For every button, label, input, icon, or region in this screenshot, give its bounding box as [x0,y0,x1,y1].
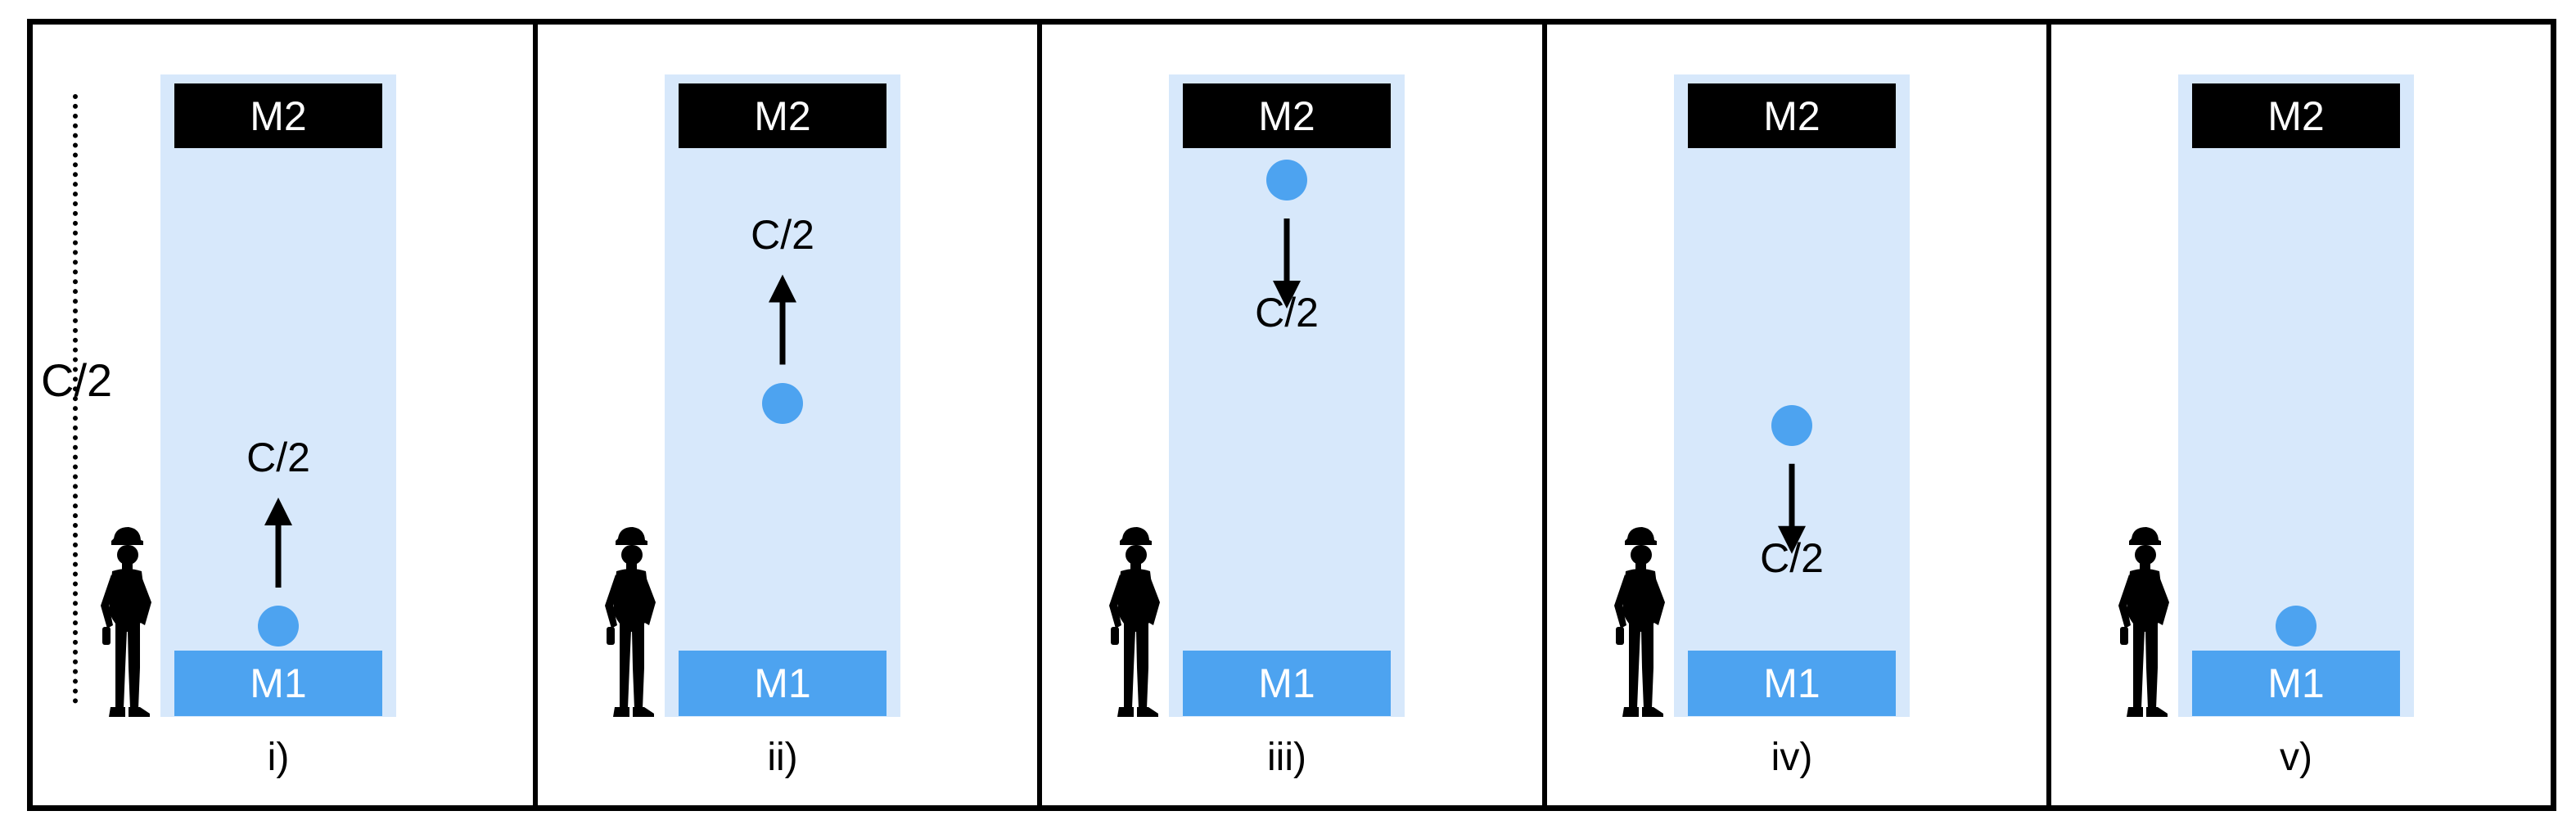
rate-label: C/2 [751,211,814,258]
worker-figure [1599,524,1681,720]
ball [1266,160,1307,200]
m2-block: M2 [1183,83,1391,148]
worker-silhouette-icon [605,527,656,717]
panel-divider [1542,19,1547,811]
m1-block: M1 [1688,651,1896,716]
arrow-down-icon [1778,463,1806,554]
tube [1674,74,1910,717]
panel-tag: ii) [767,736,798,779]
m1-block: M1 [174,651,382,716]
scale-dotted-line [73,94,78,704]
scale-label: C/2 [41,354,113,406]
worker-silhouette-icon [1614,527,1665,717]
m1-block: M1 [679,651,886,716]
arrow-up-icon [769,274,796,365]
m2-block: M2 [679,83,886,148]
rate-label: C/2 [1255,290,1319,336]
worker-figure [1094,524,1176,720]
m2-block: M2 [2192,83,2400,148]
m1-block: M1 [1183,651,1391,716]
rate-label: C/2 [246,435,310,480]
ball [762,382,803,424]
worker-silhouette-icon [101,527,151,717]
ball [258,606,299,647]
worker-figure [86,524,168,720]
panel-tag: v) [2280,736,2312,779]
panel-tag: iii) [1267,736,1306,779]
worker-figure [590,524,672,720]
arrow-up-icon [264,498,292,588]
rate-label: C/2 [1760,534,1824,581]
panel-divider [2046,19,2051,811]
panel-tag: i) [267,736,290,779]
panel-divider [1037,19,1042,811]
diagram-frame [27,19,2556,811]
ball [2276,606,2317,647]
worker-silhouette-icon [1109,527,1160,717]
m2-block: M2 [1688,83,1896,148]
panel-tag: iv) [1771,736,1813,779]
m1-block: M1 [2192,651,2400,716]
panel-divider [533,19,538,811]
m2-block: M2 [174,83,382,148]
worker-silhouette-icon [2118,527,2169,717]
worker-figure [2104,524,2186,720]
arrow-down-icon [1273,219,1301,309]
ball [1771,404,1812,446]
